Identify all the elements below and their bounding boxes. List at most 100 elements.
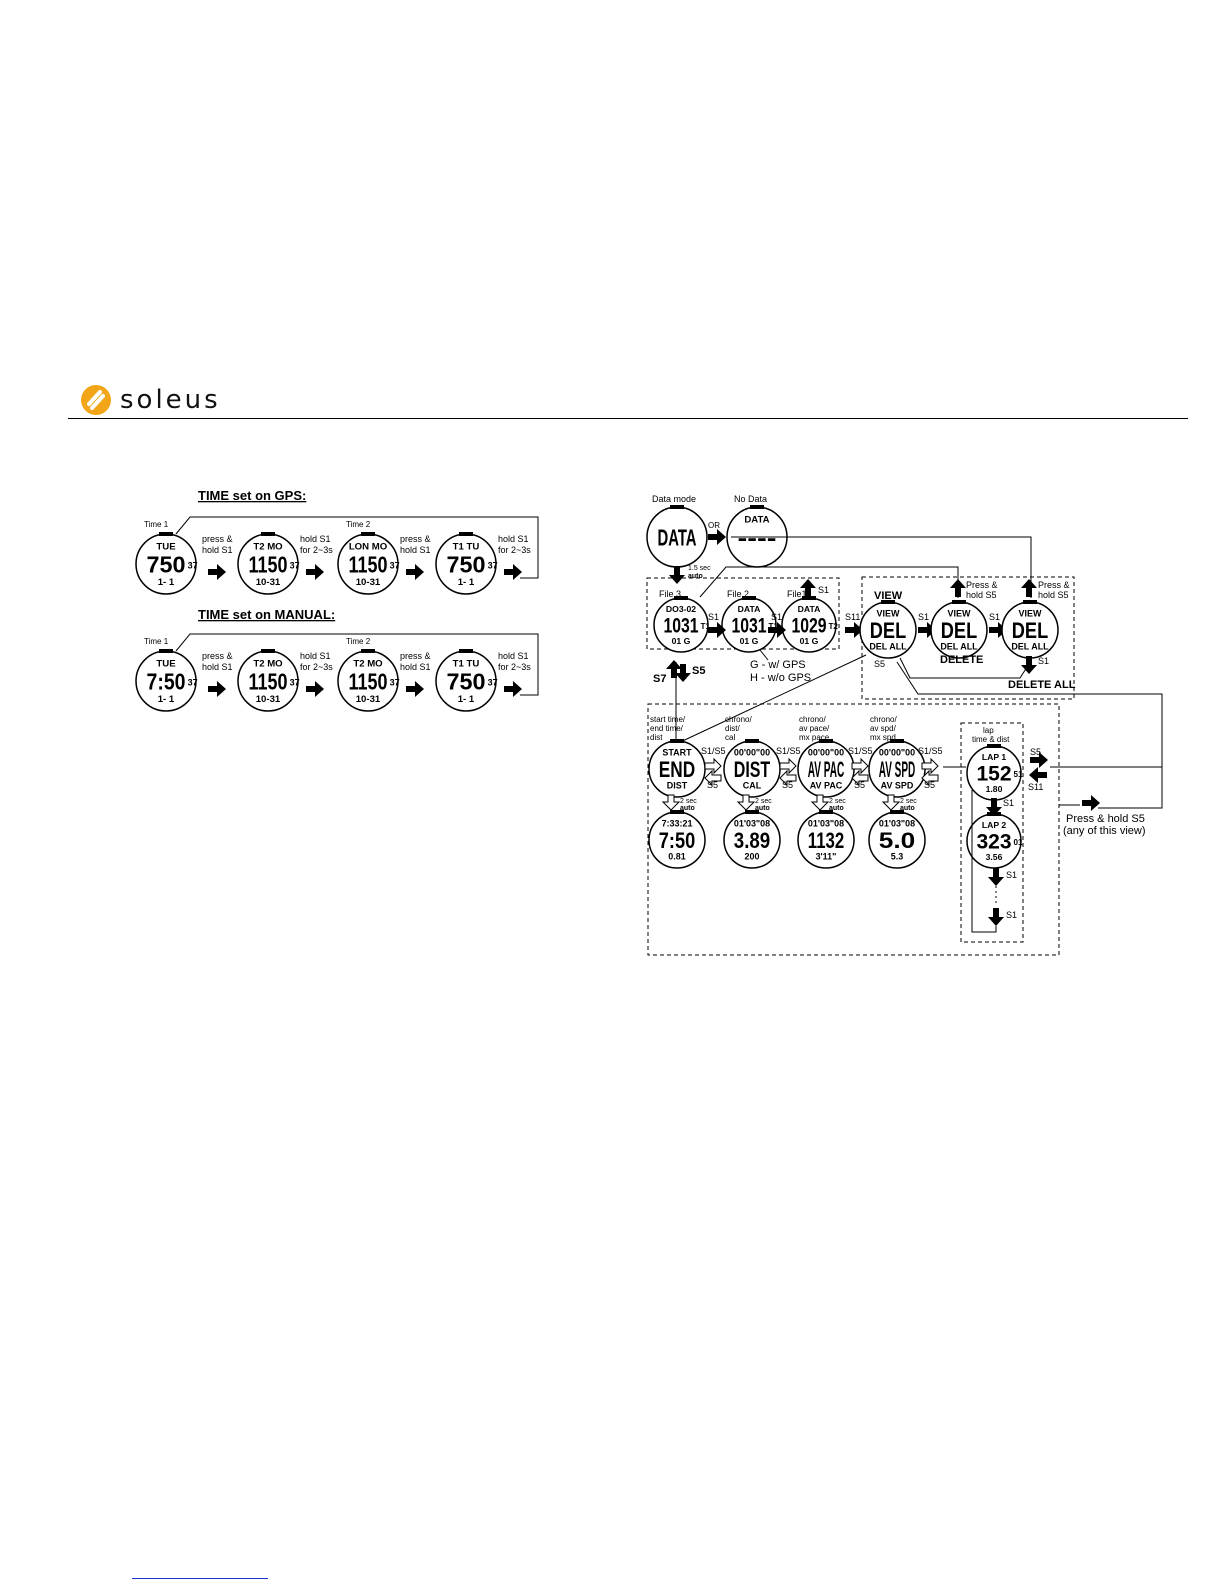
lcd-main-line: 1031: [731, 615, 766, 638]
lcd-bottom-line: 1- 1: [158, 694, 175, 705]
hollow-arrow-right-icon: [704, 757, 722, 775]
detail-hollow-arrow-down-icon: [736, 794, 756, 811]
two-sec-label: 2 sec: [900, 798, 917, 805]
manual-arrow-right-icon: [306, 681, 324, 697]
lcd-suffix: 37: [188, 678, 198, 688]
two-sec-label: auto: [900, 805, 915, 812]
no-data-to-delete-all-line: [731, 536, 1032, 598]
gps-arrow-right-icon: [306, 564, 324, 580]
gps-arrow-label: for 2~3s: [498, 545, 531, 555]
watch-top-button: [952, 600, 966, 604]
or-label: OR: [708, 521, 720, 530]
button-s5-label: S5: [782, 780, 793, 790]
two-sec-label: auto: [755, 805, 770, 812]
lcd-main-line: 7:50: [659, 828, 695, 853]
s11-arrow-left-icon: [1029, 767, 1047, 783]
brand-logo: soleus: [80, 385, 221, 415]
lcd-main-line: 1029: [791, 615, 826, 638]
hollow-arrow-right-icon: [779, 757, 797, 775]
lcd-suffix: 37: [390, 561, 400, 571]
watch-top-button: [819, 810, 833, 814]
lcd-bottom-line: AV PAC: [810, 781, 843, 791]
file-caption: File 3: [659, 589, 681, 599]
lcd-top-line: DATA: [744, 515, 769, 526]
press-hold-any-line: (any of this view): [1063, 825, 1146, 837]
gps-step-caption: Time 2: [346, 520, 371, 529]
lcd-main-line: 750: [447, 551, 486, 577]
detail-double-arrow-icon: [779, 757, 797, 787]
manual-loop-line: [175, 633, 539, 696]
hollow-arrow-right-icon: [851, 757, 869, 775]
detail-caption: dist/: [725, 724, 740, 733]
gps-arrow-label: hold S1: [202, 545, 233, 555]
lcd-main-line: 7:50: [147, 668, 186, 694]
gps-arrow-right-icon: [208, 564, 226, 580]
gps-arrow-right-icon: [504, 564, 522, 580]
lcd-top-line: DATA: [798, 604, 821, 614]
details-box: [647, 703, 1060, 956]
watch-top-button: [159, 649, 173, 653]
footer-link-underline: [132, 1578, 268, 1579]
lcd-bottom-line: 3.56: [986, 852, 1003, 862]
hollow-arrow-left-icon: [704, 769, 722, 787]
watch-top-button: [459, 532, 473, 536]
press-hold-s5-label: hold S5: [966, 590, 997, 600]
lcd-main-line: 750: [447, 668, 486, 694]
lcd-suffix: 37: [290, 678, 300, 688]
watch-top-button: [987, 812, 1001, 816]
lcd-top-line: 01'03"08: [808, 819, 844, 829]
button-s1-label: S1: [1006, 870, 1017, 880]
lcd-bottom-line: 1.80: [986, 784, 1003, 794]
lcd-main-line: 1150: [249, 551, 288, 577]
file-caption: File 2: [727, 589, 749, 599]
auto-label: auto: [688, 573, 703, 580]
detail-hollow-arrow-down-icon: [810, 794, 830, 811]
lcd-top-line: VIEW: [948, 609, 971, 619]
manual-arrow-label: press &: [202, 651, 233, 661]
watch-top-button: [750, 505, 764, 509]
watch-top-button: [459, 649, 473, 653]
data-mode-watch: DATA: [646, 505, 708, 568]
lcd-top-line: LON MO: [349, 542, 388, 553]
two-sec-label: 2 sec: [680, 798, 697, 805]
lcd-top-line: 01'03"08: [879, 819, 915, 829]
button-s1s5-label: S1/S5: [776, 746, 801, 756]
lcd-bottom-line: 0.81: [668, 852, 685, 862]
detail-caption: av pace/: [799, 724, 830, 733]
file-arrow-up-icon: [800, 579, 816, 597]
two-sec-label: 2 sec: [755, 798, 772, 805]
detail-auto-watch-4: 01'03"085.05.3: [868, 810, 926, 869]
manual-step-caption: Time 1: [144, 637, 169, 646]
detail-auto-watch-1: 7:33:217:500.81: [648, 810, 706, 869]
watch-top-button: [987, 744, 1001, 748]
lcd-main-line: END: [659, 757, 695, 782]
lcd-bottom-line: 1- 1: [158, 577, 175, 588]
button-s5-label: S5: [707, 780, 718, 790]
button-s1-label: S1: [989, 612, 1000, 622]
manual-arrow-label: for 2~3s: [498, 662, 531, 672]
watch-top-button: [890, 810, 904, 814]
gps-arrow-label: press &: [400, 534, 431, 544]
watch-top-button: [674, 596, 688, 600]
lcd-main-line: AV PAC: [808, 757, 845, 782]
laps-box: [960, 722, 1024, 943]
lcd-main-line: 750: [147, 551, 186, 577]
file-arrow-right-icon: [768, 622, 786, 638]
lcd-top-line: 01'03"08: [734, 819, 770, 829]
manual-arrow-label: hold S1: [498, 651, 529, 661]
detail-caption: av spd/: [870, 724, 897, 733]
auto-label: 1.5 sec: [688, 565, 711, 572]
detail-double-arrow-icon: [704, 757, 722, 787]
gps-legend-line: G - w/ GPS: [750, 659, 806, 671]
button-s5-label: S5: [854, 780, 865, 790]
press-hold-s5-label: Press &: [1038, 580, 1070, 590]
view-delete-box: [861, 576, 1075, 700]
button-s1s5-label: S1/S5: [918, 746, 943, 756]
lcd-top-line: T1 TU: [453, 542, 480, 553]
